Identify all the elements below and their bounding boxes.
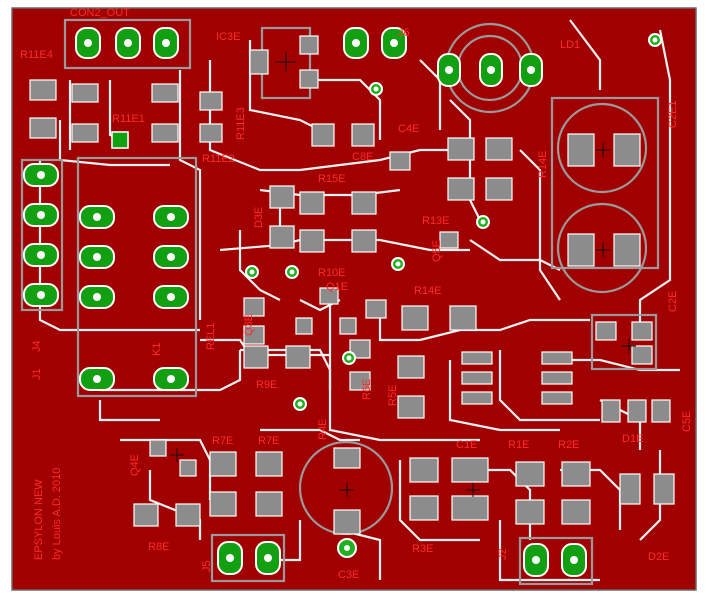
label-r2e: R2E — [558, 439, 579, 451]
label-d2e: D2E — [648, 551, 669, 563]
label-r10e: R10E — [318, 267, 346, 279]
label-r7e: R7E — [212, 435, 233, 447]
label-r14e-vert: R14E — [537, 150, 549, 178]
label-c3e: C3E — [338, 569, 359, 581]
label-r15e: R15E — [318, 173, 346, 185]
label-ld1: LD1 — [560, 39, 580, 51]
label-j4: J4 — [31, 340, 43, 352]
silkscreen-labels: CON2_OUT R11E4 R11E1 R11E3 R11E2 IC3E J6… — [20, 7, 693, 581]
label-j1: J1 — [31, 368, 43, 380]
center-marks — [170, 52, 636, 497]
label-r11e3: R11E3 — [235, 107, 247, 140]
label-j6: J6 — [398, 27, 410, 39]
label-c1e: C1E — [456, 439, 477, 451]
through-hole-pads — [23, 27, 587, 577]
label-r6e: R6E — [361, 379, 373, 400]
label-r11e4: R11E4 — [20, 49, 53, 61]
label-r14e: R14E — [414, 285, 442, 297]
label-c5e: C5E — [681, 411, 693, 432]
label-r11e2: R11E2 — [202, 153, 235, 165]
smd-pads — [29, 35, 675, 535]
label-r5e: R5E — [387, 385, 399, 406]
label-q3e: Q3E — [243, 314, 255, 336]
label-ic3e: IC3E — [216, 31, 240, 43]
label-r1e: R1E — [508, 439, 529, 451]
label-r11e1: R11E1 — [112, 113, 145, 125]
label-r9e: R9E — [256, 379, 277, 391]
credit-author: by Louis A.D. 2010 — [51, 468, 63, 560]
credit-title: EPSYLON NEW — [33, 479, 45, 560]
label-r3e: R3E — [412, 543, 433, 555]
label-c2e1: C2E1 — [667, 100, 679, 128]
label-c8e: C8E — [352, 151, 373, 163]
label-q1e: Q1E — [326, 281, 348, 293]
label-q4e: Q4E — [129, 454, 141, 476]
label-j5: J5 — [201, 560, 213, 572]
label-c2e: C2E — [667, 291, 679, 312]
label-d1e: D1E — [622, 433, 643, 445]
label-rel1: REL1 — [205, 322, 217, 350]
label-c4e: C4E — [398, 123, 419, 135]
label-r8e: R8E — [148, 541, 169, 553]
board-edge — [11, 7, 697, 591]
vias — [245, 33, 662, 411]
label-r13e: R13E — [422, 215, 450, 227]
label-j2: J2 — [497, 548, 509, 560]
label-con2-out: CON2_OUT — [70, 7, 130, 19]
label-d3e: D3E — [253, 207, 265, 228]
label-r7e-2: R7E — [258, 435, 279, 447]
label-k1: K1 — [151, 343, 163, 356]
label-r4e: R4E — [317, 419, 329, 440]
label-q5e: Q5E — [431, 240, 443, 262]
copper-pour — [12, 8, 696, 590]
